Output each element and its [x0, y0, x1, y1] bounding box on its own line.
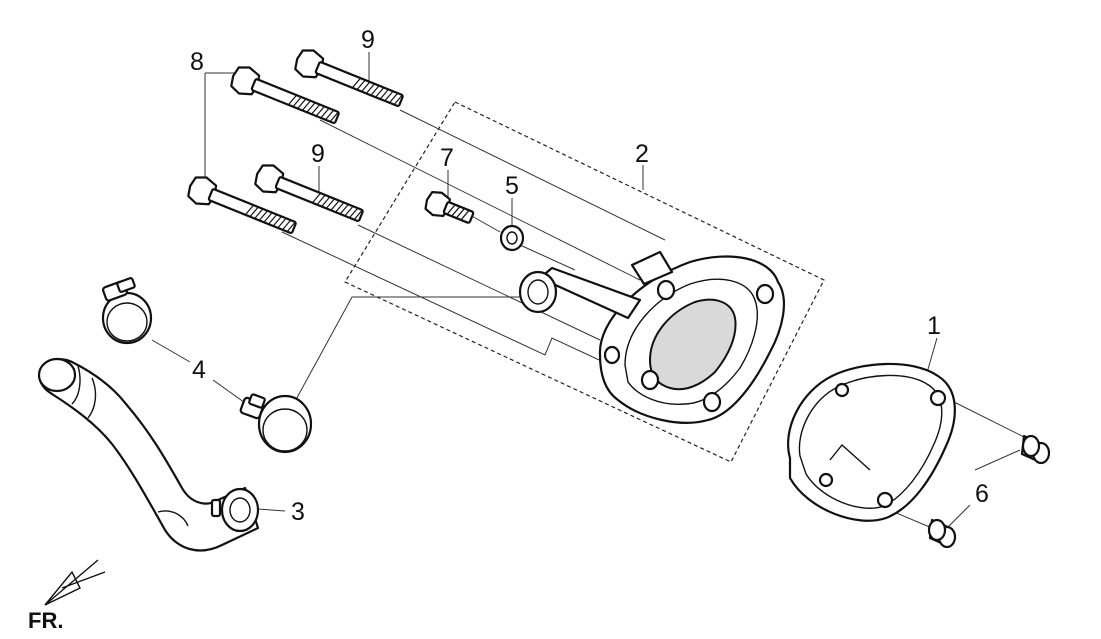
- callout-8: 8: [190, 48, 204, 76]
- gasket-1: [787, 362, 956, 522]
- cover-bolt-hole: [640, 369, 660, 391]
- cover-bolt-hole: [755, 283, 775, 305]
- callout-5: 5: [505, 172, 519, 200]
- align-bolt-9-top: [399, 109, 666, 241]
- hose-3: [37, 357, 260, 552]
- gasket-hole: [834, 382, 850, 398]
- cover-outlet-spigot: [518, 270, 558, 314]
- align-bolt-8-top: [319, 119, 641, 281]
- front-direction-label: FR.: [28, 608, 63, 633]
- gasket-hole: [818, 472, 834, 488]
- callout-6: 6: [975, 480, 989, 508]
- dowel-pin-6-lower: [927, 518, 957, 549]
- cover-bolt-hole: [603, 345, 621, 365]
- leader-6-lower: [944, 504, 971, 531]
- gasket-hole: [929, 389, 947, 407]
- leader-4-lower: [212, 379, 249, 406]
- dowel-pin-6-upper: [1020, 434, 1051, 465]
- hose-clamp-4-lower: [239, 393, 313, 454]
- callout-2: 2: [635, 140, 649, 168]
- pump-cover-2: [518, 250, 786, 424]
- callout-9-lower: 9: [311, 140, 325, 168]
- callout-3: 3: [291, 498, 305, 526]
- assembly-box-2: [344, 101, 825, 463]
- bolt-7: [424, 191, 475, 224]
- callout-numbers: 1 2 3 4 5 6 7 8 9 9 FR.: [28, 26, 989, 633]
- hose-clamp-4-upper: [101, 277, 153, 345]
- front-direction-arrow: [44, 559, 106, 606]
- washer-5: [499, 224, 525, 252]
- callout-9-upper: 9: [361, 26, 375, 54]
- leader-3: [257, 508, 286, 512]
- callout-1: 1: [927, 312, 941, 340]
- leader-6-upper: [974, 449, 1021, 471]
- align-bolt-7: [469, 214, 501, 233]
- align-clamp-4: [292, 296, 520, 406]
- cover-bolt-hole: [702, 391, 722, 413]
- align-bolt-9-lower: [357, 224, 601, 341]
- leader-4-upper: [151, 339, 191, 363]
- align-dowel-upper: [949, 399, 1031, 441]
- gasket-hole: [876, 491, 894, 509]
- callout-4: 4: [192, 356, 206, 384]
- align-washer-5: [519, 244, 576, 271]
- callout-7: 7: [440, 144, 454, 172]
- align-bolt-8-lower: [281, 231, 611, 366]
- cover-bolt-hole: [656, 279, 676, 301]
